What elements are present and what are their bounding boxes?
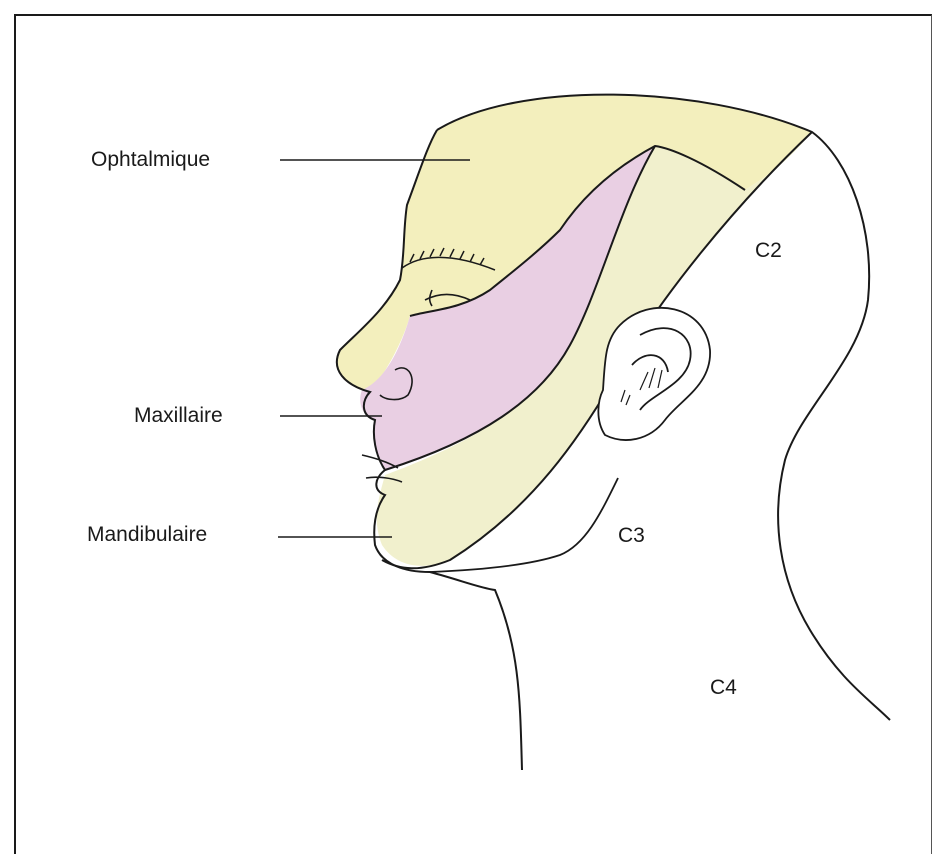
maxillaire-label: Maxillaire bbox=[134, 405, 223, 426]
neck-front bbox=[430, 572, 522, 770]
c2-label: C2 bbox=[755, 240, 782, 261]
mandibulaire-label: Mandibulaire bbox=[87, 524, 207, 545]
c3-label: C3 bbox=[618, 525, 645, 546]
c4-label: C4 bbox=[710, 677, 737, 698]
ophtalmique-label: Ophtalmique bbox=[91, 149, 210, 170]
